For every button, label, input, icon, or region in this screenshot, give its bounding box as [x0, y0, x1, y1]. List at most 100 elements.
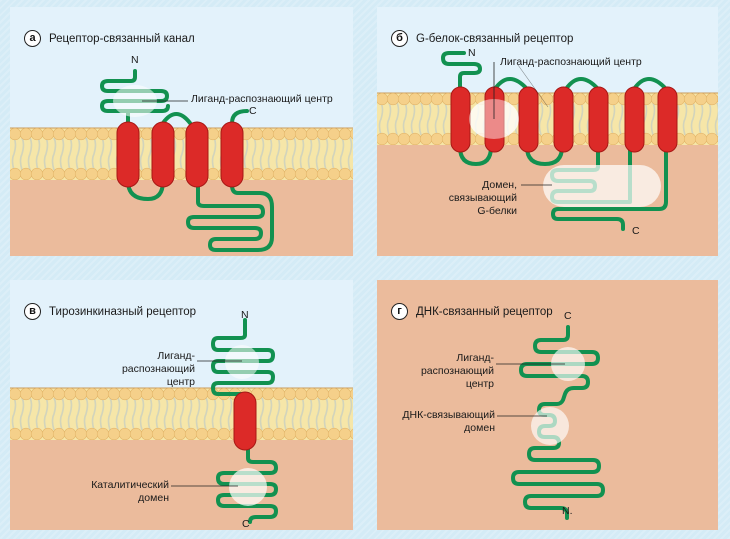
n-terminus-label: N: [131, 54, 139, 66]
lipid-tail: [307, 397, 313, 431]
label-line: ДНК-связывающий: [402, 409, 495, 421]
lipid-head: [107, 427, 121, 441]
lipid-tail: [43, 397, 49, 431]
lipid-tail: [67, 397, 73, 431]
lipid-tail: [147, 137, 153, 171]
lipid-head: [272, 127, 286, 141]
lipid-tail: [27, 397, 33, 431]
lipid-tail: [179, 137, 185, 171]
cytoplasm: [10, 180, 353, 256]
lipid-head: [217, 427, 231, 441]
lipid-head: [694, 92, 708, 106]
lipid-head: [10, 167, 22, 181]
lipid-tail: [339, 397, 345, 431]
lipid-head: [195, 427, 209, 441]
lipid-tail: [259, 397, 265, 431]
lipid-head: [140, 167, 154, 181]
lipid-head: [162, 387, 176, 401]
lipid-tail: [75, 137, 81, 171]
n-terminus-label: N.: [562, 505, 573, 517]
lipid-head: [206, 167, 220, 181]
c-terminus-label: C: [242, 518, 250, 530]
lipid-head: [338, 427, 352, 441]
lipid-head: [96, 387, 110, 401]
lipid-tail: [323, 137, 329, 171]
lipid-head: [184, 387, 198, 401]
lipid-head: [250, 127, 264, 141]
lipid-head: [408, 132, 422, 146]
lipid-head: [305, 127, 319, 141]
lipid-head: [683, 92, 697, 106]
lipid-tail: [59, 397, 65, 431]
helix: [624, 86, 645, 153]
lipid-head: [606, 92, 620, 106]
lipid-tail: [275, 397, 281, 431]
g-protein-binding-domain-highlight: [543, 165, 661, 207]
lipid-tail: [59, 137, 65, 171]
helix: [518, 86, 539, 153]
lipid-tail: [291, 397, 297, 431]
lipid-tail: [259, 137, 265, 171]
lipid-head: [107, 387, 121, 401]
lipid-head: [63, 427, 77, 441]
lipid-head: [683, 132, 697, 146]
lipid-tail: [578, 102, 584, 136]
lipid-head: [430, 132, 444, 146]
lipid-tail: [35, 397, 41, 431]
label-leader-line: [517, 64, 549, 108]
panel-g-diagram: [377, 280, 718, 530]
panel-tyrosine-kinase-receptor: в Тирозинкиназный рецептор N C Лиганд- р…: [10, 280, 353, 530]
lipid-head: [129, 427, 143, 441]
lipid-head: [294, 427, 308, 441]
lipid-tail: [283, 137, 289, 171]
lipid-head: [52, 427, 66, 441]
lipid-head: [606, 132, 620, 146]
lipid-tail: [51, 137, 57, 171]
label-line: связывающий: [448, 192, 517, 204]
panel-dna-linked-receptor: г ДНК-связанный рецептор C N. Лиганд- ра…: [377, 280, 718, 530]
c-terminus-label: C: [632, 225, 640, 237]
panel-badge: а: [24, 30, 41, 47]
panel-a-diagram: [10, 7, 353, 256]
lipid-head: [162, 427, 176, 441]
lipid-tail: [67, 137, 73, 171]
lipid-tail: [347, 137, 353, 171]
lipid-head: [338, 387, 352, 401]
label-line: домен: [138, 492, 169, 504]
lipid-head: [173, 387, 187, 401]
lipid-tail: [291, 137, 297, 171]
ligand-binding-site-highlight: [551, 347, 585, 381]
lipid-tail: [83, 397, 89, 431]
lipid-head: [397, 132, 411, 146]
lipid-tail: [315, 137, 321, 171]
lipid-head: [30, 427, 44, 441]
lipid-head: [283, 167, 297, 181]
lipid-tail: [179, 397, 185, 431]
panel-title-text: Тирозинкиназный рецептор: [49, 305, 197, 318]
lipid-head: [338, 167, 352, 181]
lipid-head: [52, 387, 66, 401]
lipid-head: [419, 92, 433, 106]
lipid-head: [19, 167, 33, 181]
cytoplasm: [10, 440, 353, 530]
n-terminus-label: N: [468, 47, 476, 59]
lipid-tail: [650, 102, 656, 136]
lipid-head: [261, 387, 275, 401]
panel-title-text: Рецептор-связанный канал: [49, 32, 195, 45]
lipid-head: [30, 167, 44, 181]
g-protein-binding-domain-label: Домен, связывающий G-белки: [437, 179, 517, 218]
panel-title: б G-белок-связанный рецептор: [391, 30, 573, 47]
lipid-head: [52, 127, 66, 141]
lipid-tail: [171, 397, 177, 431]
helix: [151, 121, 175, 188]
lipid-head: [74, 167, 88, 181]
lipid-tail: [107, 137, 113, 171]
lipid-tail: [211, 397, 217, 431]
helix: [116, 121, 140, 188]
lipid-tail: [267, 137, 273, 171]
c-terminus-label: C: [564, 310, 572, 322]
lipid-head: [85, 427, 99, 441]
lipid-head: [10, 387, 22, 401]
lipid-tail: [195, 397, 201, 431]
lipid-head: [540, 92, 554, 106]
